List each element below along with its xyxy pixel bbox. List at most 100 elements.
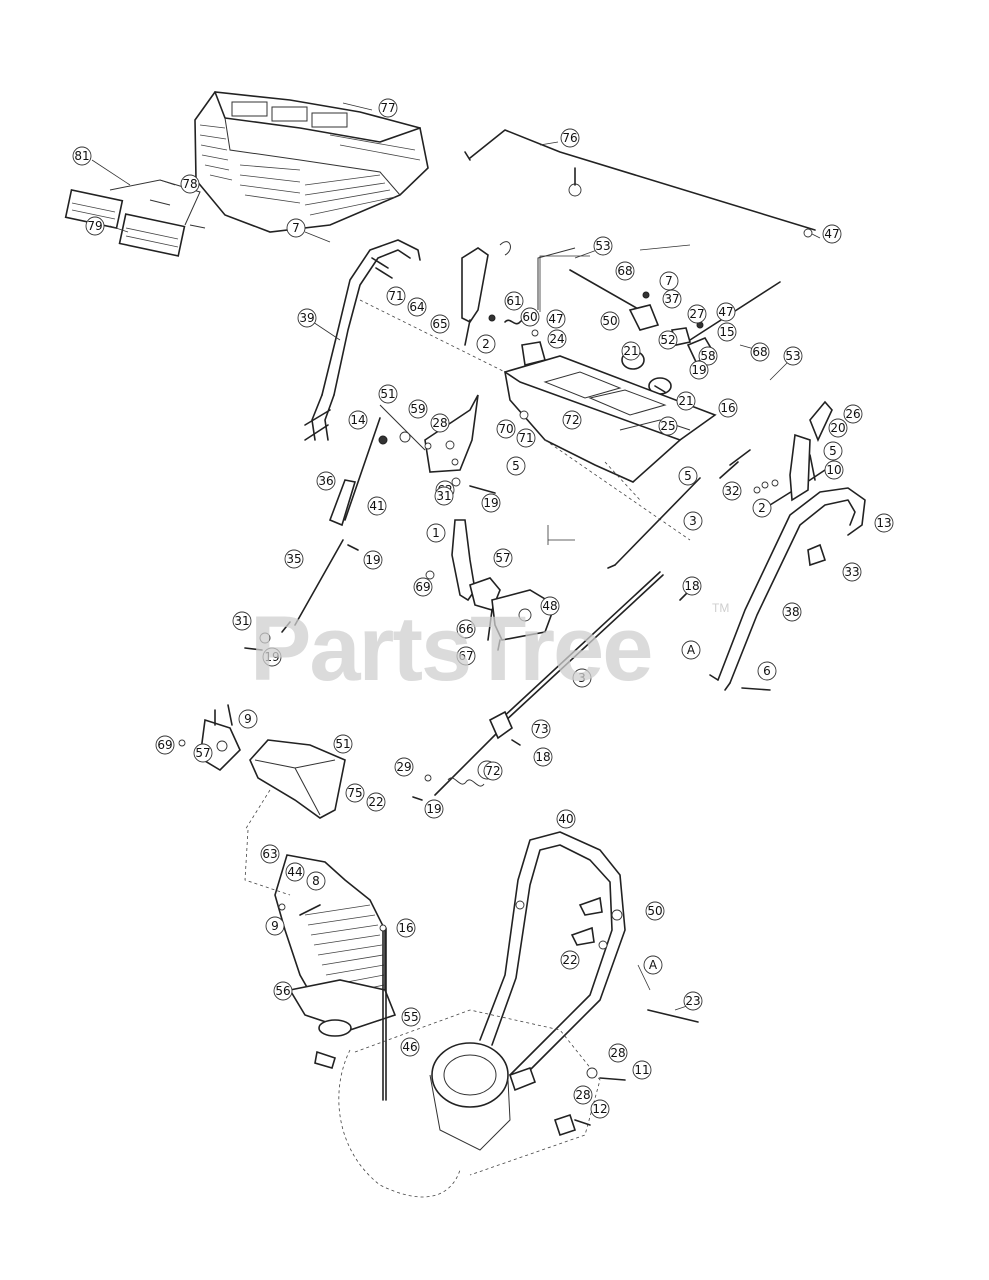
callout-c8: 8 [306, 871, 326, 891]
callout-label: 79 [87, 219, 102, 233]
callout-c27: 27 [687, 304, 707, 324]
callout-c71b: 71 [516, 428, 536, 448]
callout-label: 26 [845, 407, 860, 421]
callout-label: 37 [664, 292, 679, 306]
callout-c53b: 53 [783, 346, 803, 366]
callout-c16a: 16 [718, 398, 738, 418]
callout-label: 9 [244, 712, 252, 726]
callout-label: 19 [691, 363, 706, 377]
callout-ring [394, 757, 414, 777]
callout-ring [481, 493, 501, 513]
callout-ring [824, 460, 844, 480]
callout-ring [698, 346, 718, 366]
callout-cA2: A [643, 955, 663, 975]
callout-c51b: 51 [333, 734, 353, 754]
callout-ring [400, 1037, 420, 1057]
callout-c78: 78 [180, 174, 200, 194]
callout-c9a: 9 [238, 709, 258, 729]
callout-c5c: 5 [678, 466, 698, 486]
callout-label: 57 [495, 551, 510, 565]
callout-label: 10 [826, 463, 841, 477]
callout-ring [645, 901, 665, 921]
callout-ring [562, 410, 582, 430]
callout-label: 57 [195, 746, 210, 760]
callout-ring [556, 809, 576, 829]
callout-c72b: 72 [483, 761, 503, 781]
callout-label: 32 [724, 484, 739, 498]
chute-control-lever [461, 241, 511, 346]
callout-ring [659, 271, 679, 291]
callout-label: 31 [436, 489, 451, 503]
callout-c25: 25 [658, 416, 678, 436]
callout-label: 22 [562, 953, 577, 967]
callout-label: 72 [485, 764, 500, 778]
callout-c7b: 7 [659, 271, 679, 291]
callout-c19b: 19 [481, 493, 501, 513]
callout-label: 53 [785, 349, 800, 363]
callout-c70: 70 [496, 419, 516, 439]
callout-label: 77 [380, 101, 395, 115]
callout-label: 78 [182, 177, 197, 191]
callout-ring [687, 304, 707, 324]
callout-label: 23 [685, 994, 700, 1008]
callout-label: 19 [483, 496, 498, 510]
callout-c48: 48 [540, 596, 560, 616]
callout-c19c: 19 [363, 550, 383, 570]
shift-rod [464, 129, 816, 238]
watermark: PartsTree TM [250, 598, 729, 700]
callout-ring [678, 466, 698, 486]
callout-ring [366, 792, 386, 812]
callout-ring [265, 916, 285, 936]
callout-label: 19 [264, 650, 279, 664]
callout-ring [822, 224, 842, 244]
callout-ring [504, 291, 524, 311]
callout-label: 5 [684, 469, 692, 483]
callout-ring [456, 646, 476, 666]
callout-c3a: 3 [683, 511, 703, 531]
callout-c28a: 28 [430, 413, 450, 433]
callout-label: 20 [830, 421, 845, 435]
callout-ring [782, 602, 802, 622]
callout-c47c: 47 [546, 309, 566, 329]
callout-ring [547, 329, 567, 349]
callout-label: 28 [610, 1046, 625, 1060]
callout-label: 21 [678, 394, 693, 408]
callout-c75: 75 [345, 783, 365, 803]
callout-label: 5 [829, 444, 837, 458]
callout-c18a: 18 [682, 576, 702, 596]
callout-c38: 38 [782, 602, 802, 622]
callout-c14: 14 [348, 410, 368, 430]
callout-label: 31 [234, 614, 249, 628]
callout-ring [193, 743, 213, 763]
callout-label: 68 [617, 264, 632, 278]
callout-c19a: 19 [689, 360, 709, 380]
callout-ring [842, 562, 862, 582]
callout-label: 53 [595, 239, 610, 253]
control-panel [504, 355, 717, 483]
callout-c61: 61 [504, 291, 524, 311]
callout-label: 46 [402, 1040, 417, 1054]
callout-label: 15 [719, 325, 734, 339]
callout-c57a: 57 [493, 548, 513, 568]
callout-c12: 12 [590, 1099, 610, 1119]
callout-ring [306, 871, 326, 891]
callout-ring [823, 441, 843, 461]
callout-ring [333, 734, 353, 754]
callout-c69a: 69 [413, 577, 433, 597]
callout-c50a: 50 [600, 311, 620, 331]
callout-ring [752, 498, 772, 518]
headlight-housing [109, 179, 206, 257]
callout-label: 48 [542, 599, 557, 613]
callout-c16b: 16 [396, 918, 416, 938]
callout-ring [386, 286, 406, 306]
callout-label: 64 [409, 300, 424, 314]
callout-label: 7 [665, 274, 673, 288]
callout-label: 61 [506, 294, 521, 308]
callout-label: 19 [426, 802, 441, 816]
callout-ring [682, 576, 702, 596]
callout-c26: 26 [843, 404, 863, 424]
callout-label: 5 [512, 459, 520, 473]
callout-label: 3 [578, 671, 586, 685]
callout-ring [407, 297, 427, 317]
